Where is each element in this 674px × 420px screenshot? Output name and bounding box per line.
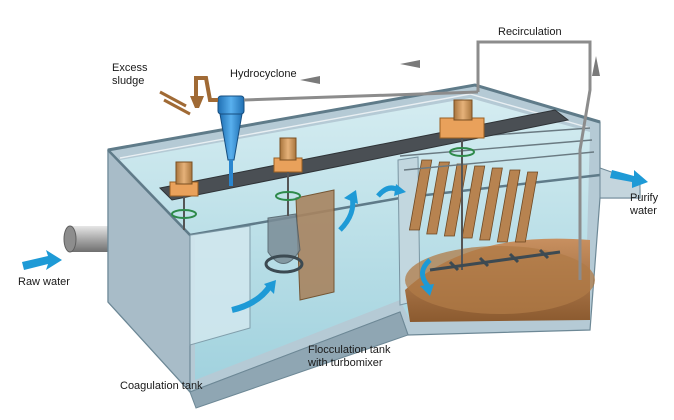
purify-water-arrow (610, 170, 648, 188)
flocculation-baffle (295, 189, 335, 301)
flocculation-tank-label-line1: Flocculation tank (308, 344, 391, 356)
flocculation-tank-label-line2: with turbomixer (308, 357, 383, 369)
purify-water-label-line2: water (630, 205, 657, 217)
coagulation-tank-label: Coagulation tank (120, 380, 203, 392)
coag-flow-arrow (231, 284, 273, 313)
purify-water-label: Purify water (630, 192, 658, 218)
excess-sludge-label-line1: Excess (112, 62, 148, 74)
sludge-scraper (429, 248, 561, 272)
hydrocyclone (217, 90, 479, 186)
hydrocyclone-label: Hydrocyclone (230, 68, 297, 80)
flow-arrows (22, 170, 648, 313)
bottom-flow-arrow (420, 258, 432, 288)
flocculation-tank-label: Flocculation tank with turbomixer (308, 344, 391, 370)
raw-water-label: Raw water (18, 276, 70, 288)
excess-sludge-label: Excess sludge (112, 62, 147, 88)
raw-water-arrow (22, 250, 62, 270)
excess-sludge-label-line2: sludge (112, 75, 145, 87)
purify-water-label-line1: Purify (630, 192, 659, 204)
recirculation-label: Recirculation (498, 26, 562, 38)
motor-coagulation (169, 161, 199, 230)
excess-sludge-pipe (159, 76, 218, 116)
recirculation-pipe (300, 40, 600, 280)
motor-flocculation (273, 137, 303, 216)
motor-settling (439, 99, 485, 270)
turbomixer (264, 213, 304, 274)
